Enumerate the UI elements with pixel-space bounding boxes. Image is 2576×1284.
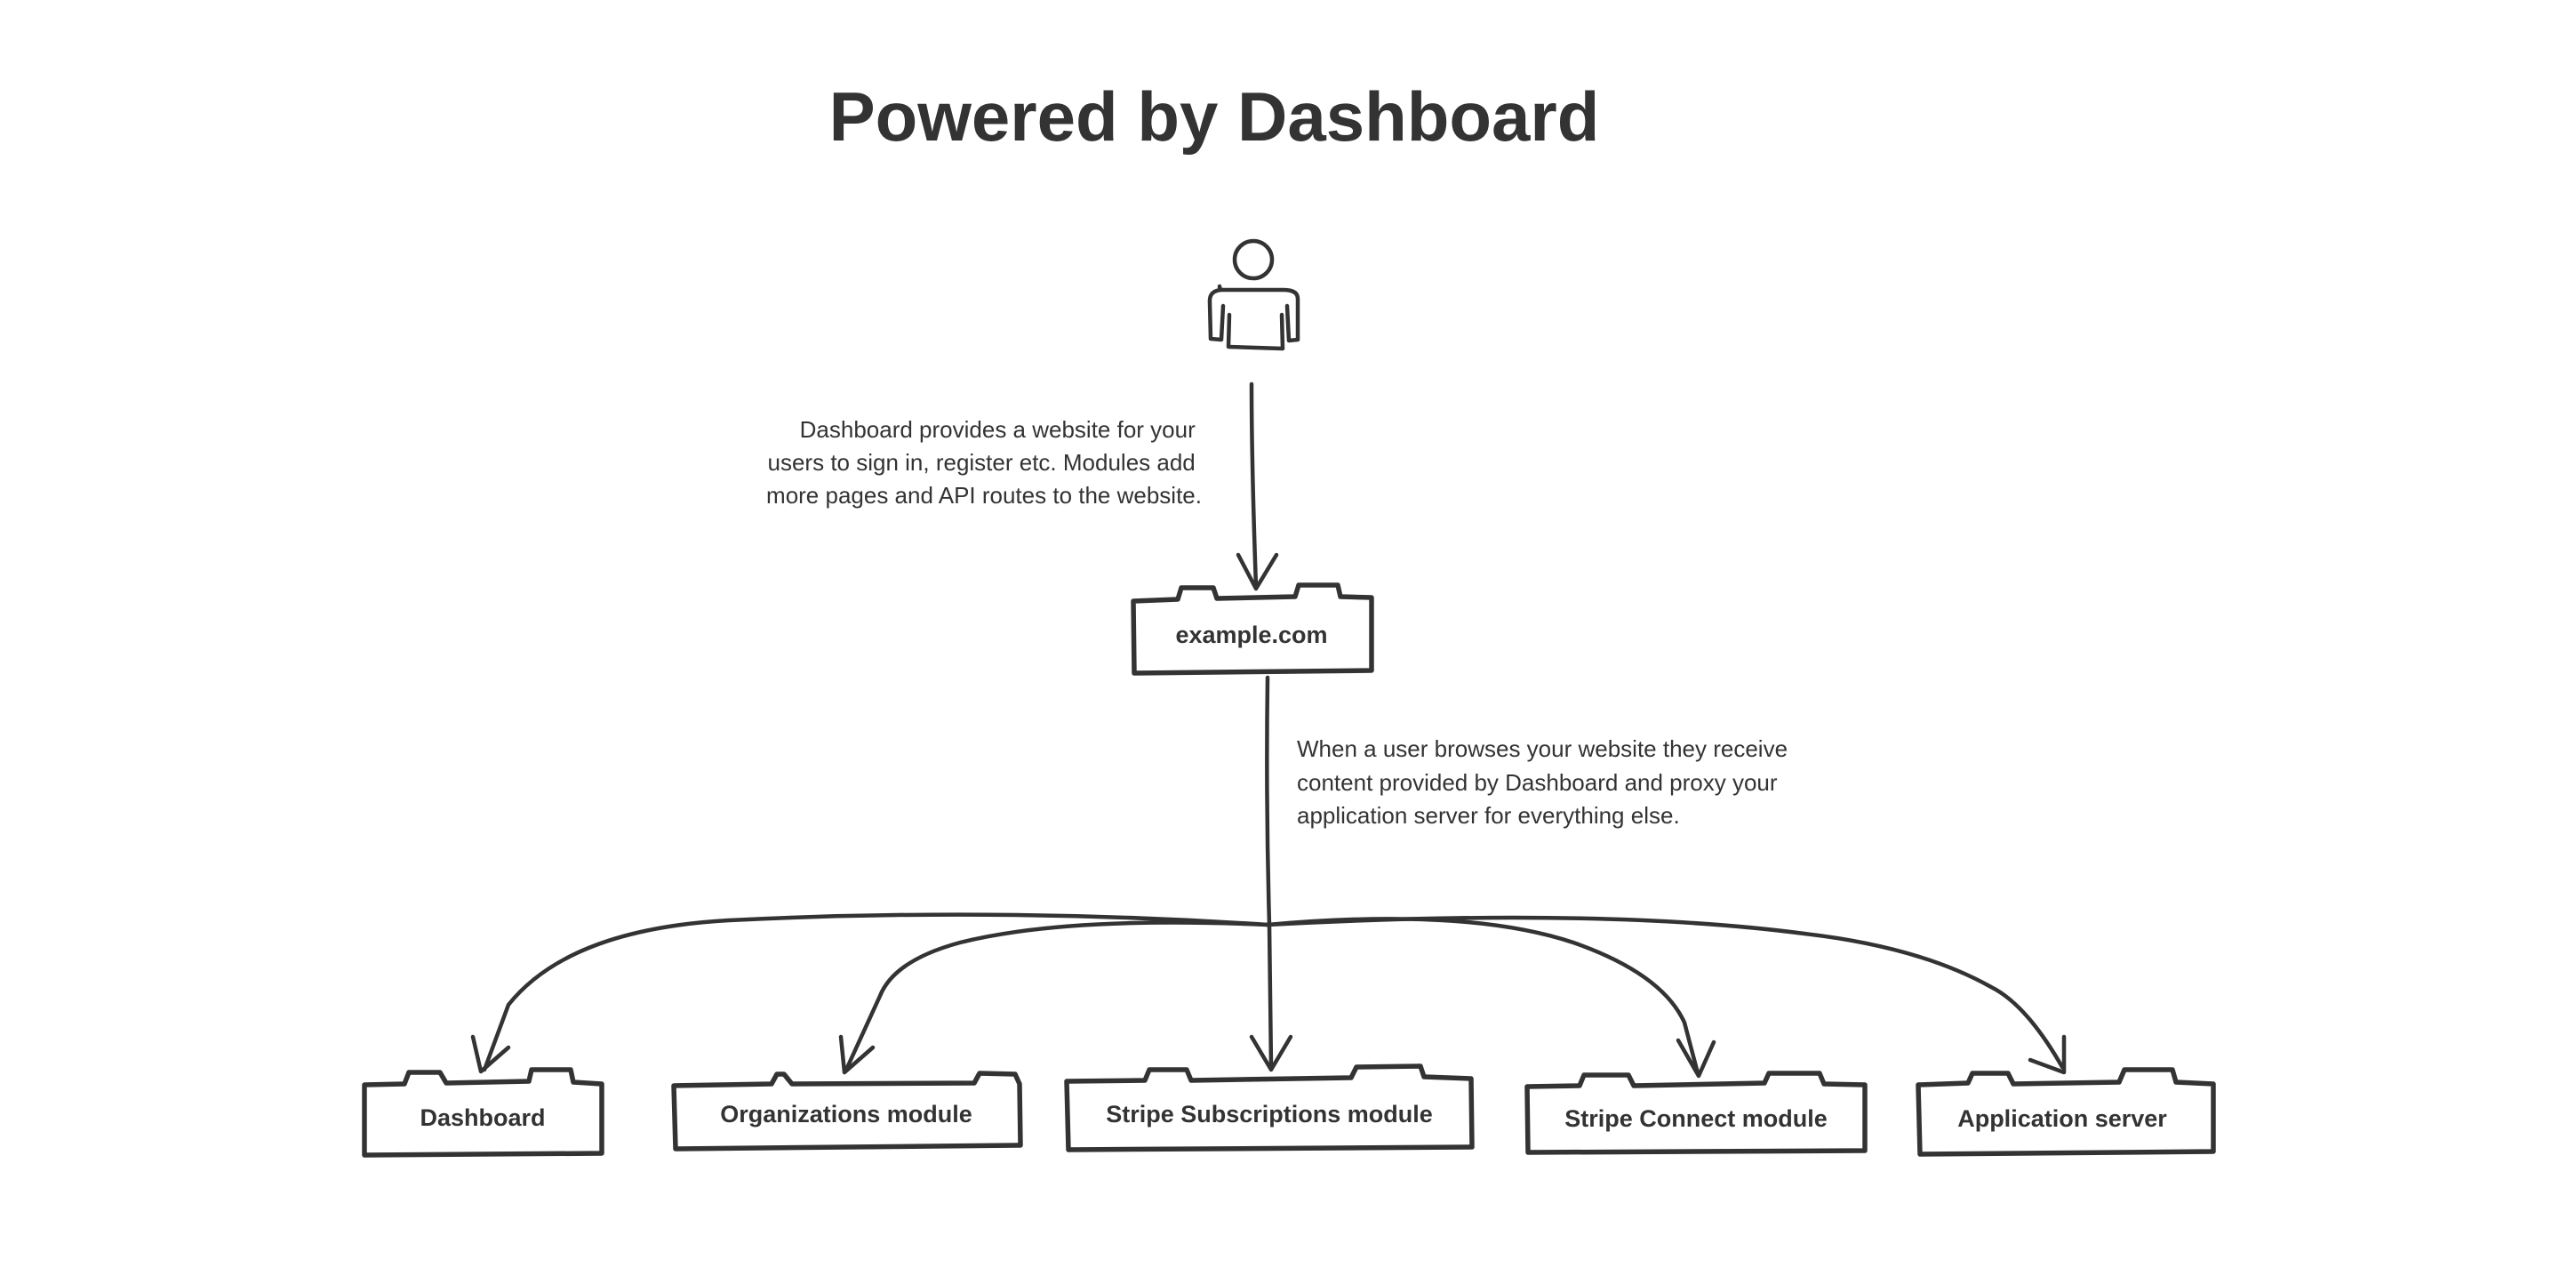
arrow-to-dashboard bbox=[482, 912, 1270, 1072]
diagram-title: Powered by Dashboard bbox=[829, 77, 1600, 156]
arrow-to-stripe-subscriptions bbox=[1265, 675, 1274, 1070]
module-label: Organizations module bbox=[720, 1101, 972, 1128]
module-label: Application server bbox=[1957, 1105, 2167, 1132]
arrow-head-stripe-connect bbox=[1676, 1038, 1716, 1079]
user-to-website-arrow bbox=[1236, 381, 1279, 591]
person-icon bbox=[1207, 238, 1300, 351]
module-box-dashboard: Dashboard bbox=[362, 1067, 604, 1158]
module-label: Dashboard bbox=[420, 1104, 545, 1131]
arrow-to-stripe-connect bbox=[1265, 917, 1700, 1076]
module-label: Stripe Connect module bbox=[1564, 1105, 1828, 1132]
website-label: example.com bbox=[1175, 622, 1327, 648]
user-caption-line: more pages and API routes to the website… bbox=[766, 482, 1202, 509]
website-to-modules-arrows bbox=[470, 675, 2067, 1079]
website-caption: When a user browses your website they re… bbox=[1297, 735, 1794, 829]
user-caption-line: Dashboard provides a website for your bbox=[800, 416, 1196, 443]
website-box: example.com bbox=[1131, 582, 1374, 676]
user-caption: Dashboard provides a website for your us… bbox=[766, 416, 1202, 509]
website-caption-line: When a user browses your website they re… bbox=[1297, 735, 1788, 762]
arrow-head-dashboard bbox=[470, 1034, 511, 1074]
module-label: Stripe Subscriptions module bbox=[1106, 1101, 1433, 1128]
module-box-stripe-connect: Stripe Connect module bbox=[1524, 1071, 1868, 1155]
module-box-application-server: Application server bbox=[1916, 1067, 2216, 1157]
module-box-organizations: Organizations module bbox=[671, 1071, 1023, 1152]
arrow-head-organizations bbox=[838, 1034, 876, 1075]
website-caption-line: application server for everything else. bbox=[1297, 802, 1680, 829]
arrow-to-organizations bbox=[844, 920, 1270, 1072]
arrow-head-stripe-subscriptions bbox=[1249, 1034, 1293, 1072]
module-box-stripe-subscriptions: Stripe Subscriptions module bbox=[1064, 1063, 1475, 1152]
user-caption-line: users to sign in, register etc. Modules … bbox=[768, 449, 1196, 476]
arrow-head-application-server bbox=[2028, 1034, 2067, 1075]
arrow-to-application-server bbox=[1265, 915, 2065, 1070]
website-caption-line: content provided by Dashboard and proxy … bbox=[1297, 769, 1778, 796]
